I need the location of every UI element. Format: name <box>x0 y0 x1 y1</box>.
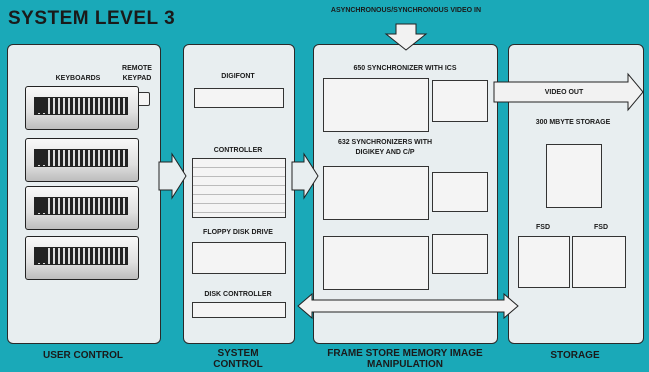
fsd-unit-1 <box>518 236 570 288</box>
fsd-label-2: FSD <box>586 223 616 233</box>
user-control-footer: USER CONTROL <box>7 350 159 361</box>
digikey-panel-2 <box>432 234 488 274</box>
keyboard-unit <box>25 86 139 130</box>
storage-capacity-label: 300 MBYTE STORAGE <box>528 118 618 128</box>
sync-digikey-label: 632 SYNCHRONIZERS WITH DIGIKEY AND C/P <box>330 138 440 158</box>
video-in-label: ASYNCHRONOUS/SYNCHRONOUS VIDEO IN <box>330 6 482 16</box>
digifont-label: DIGIFONT <box>193 72 283 82</box>
storage-footer: STORAGE <box>508 350 642 361</box>
sync-ics-label: 650 SYNCHRONIZER WITH ICS <box>325 64 485 74</box>
digifont-unit <box>194 88 284 108</box>
user-to-system-arrow <box>159 154 186 198</box>
controller-unit <box>192 158 286 218</box>
sync-digikey-unit-1 <box>323 166 429 220</box>
storage-drive <box>546 144 602 208</box>
sync-ics-unit <box>323 78 429 132</box>
floppy-label: FLOPPY DISK DRIVE <box>190 228 286 238</box>
keyboards-label: KEYBOARDS <box>42 74 114 84</box>
disk-controller-label: DISK CONTROLLER <box>190 290 286 300</box>
disk-controller-unit <box>192 302 286 318</box>
keyboard-unit <box>25 236 139 280</box>
digikey-panel-1 <box>432 172 488 212</box>
floppy-unit <box>192 242 286 274</box>
controller-label: CONTROLLER <box>193 146 283 156</box>
system-to-frame-arrow <box>292 154 318 198</box>
video-in-arrow <box>386 24 426 50</box>
keyboard-unit <box>25 186 139 230</box>
fsd-label-1: FSD <box>528 223 558 233</box>
video-out-label: VIDEO OUT <box>524 88 604 98</box>
frame-store-footer: FRAME STORE MEMORY IMAGE MANIPULATION <box>320 348 490 370</box>
keyboard-unit <box>25 138 139 182</box>
fsd-unit-2 <box>572 236 626 288</box>
ics-panel <box>432 80 488 122</box>
remote-keypad-label: REMOTE KEYPAD <box>120 64 154 84</box>
sync-digikey-unit-2 <box>323 236 429 290</box>
bottom-bus-arrow <box>298 294 518 318</box>
system-control-footer: SYSTEM CONTROL <box>198 348 278 370</box>
